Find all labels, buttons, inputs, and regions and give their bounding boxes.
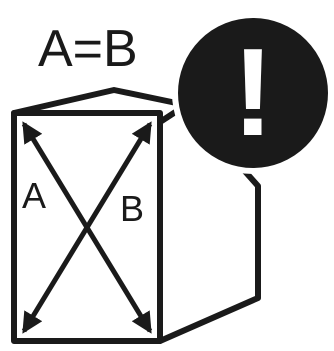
exclamation-icon: !: [232, 24, 273, 162]
equation-label: A=B: [38, 20, 138, 78]
diagonal-b-label: B: [120, 188, 144, 229]
alert-badge: !: [175, 15, 331, 171]
diagonal-a-label: A: [22, 175, 46, 216]
